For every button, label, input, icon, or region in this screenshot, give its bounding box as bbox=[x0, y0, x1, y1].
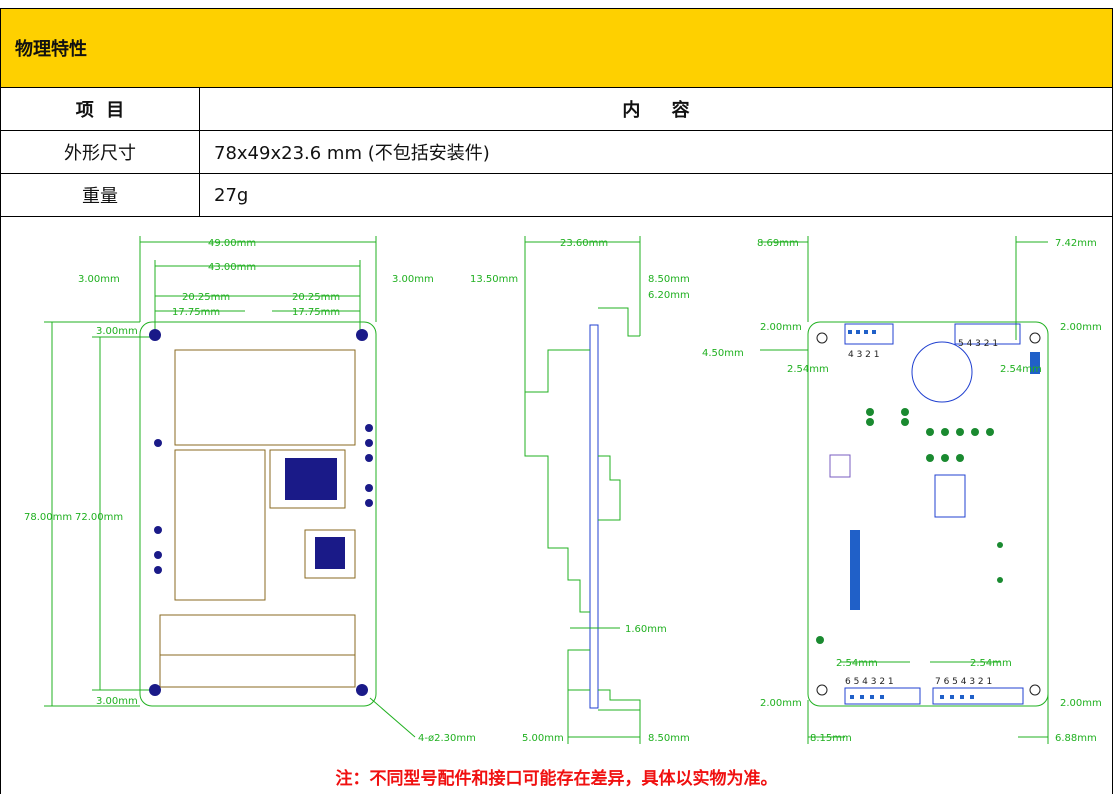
dim-label: 17.75mm bbox=[172, 307, 220, 318]
pin-numbers: 6 5 4 3 2 1 bbox=[845, 677, 894, 687]
dim-label: 43.00mm bbox=[208, 262, 256, 273]
dim-label: 23.60mm bbox=[560, 238, 608, 249]
dim-label: 8.50mm bbox=[648, 274, 690, 285]
dim-label: 3.00mm bbox=[392, 274, 434, 285]
dim-label: 8.50mm bbox=[648, 733, 690, 744]
dim-label: 8.69mm bbox=[757, 238, 799, 249]
dim-label: 6.20mm bbox=[648, 290, 690, 301]
dim-label: 20.25mm bbox=[182, 292, 230, 303]
dim-label: 2.00mm bbox=[760, 322, 802, 333]
dim-label: 6.88mm bbox=[1055, 733, 1097, 744]
dim-label: 5.00mm bbox=[522, 733, 564, 744]
dim-label: 2.00mm bbox=[760, 698, 802, 709]
hole-label: 4-ø2.30mm bbox=[418, 733, 476, 744]
dim-label: 4.50mm bbox=[702, 348, 744, 359]
dim-label: 8.15mm bbox=[810, 733, 852, 744]
dim-label: 3.00mm bbox=[96, 326, 138, 337]
dim-label: 3.00mm bbox=[96, 696, 138, 707]
dim-label: 2.00mm bbox=[1060, 698, 1102, 709]
dim-label: 2.54mm bbox=[836, 658, 878, 669]
dim-label: 20.25mm bbox=[292, 292, 340, 303]
dim-label: 2.54mm bbox=[787, 364, 829, 375]
dim-label: 78.00mm bbox=[24, 512, 72, 523]
dim-label: 7.42mm bbox=[1055, 238, 1097, 249]
dim-label: 1.60mm bbox=[625, 624, 667, 635]
disclaimer-note: 注：不同型号配件和接口可能存在差异，具体以实物为准。 bbox=[0, 764, 1113, 789]
dim-label: 2.54mm bbox=[1000, 364, 1042, 375]
dim-label: 2.00mm bbox=[1060, 322, 1102, 333]
dim-label: 2.54mm bbox=[970, 658, 1012, 669]
pin-numbers: 4 3 2 1 bbox=[848, 350, 880, 360]
dim-label: 17.75mm bbox=[292, 307, 340, 318]
dim-label: 3.00mm bbox=[78, 274, 120, 285]
pin-numbers: 5 4 3 2 1 bbox=[958, 339, 998, 349]
dim-label: 72.00mm bbox=[75, 512, 123, 523]
pin-numbers: 7 6 5 4 3 2 1 bbox=[935, 677, 992, 687]
dim-label: 13.50mm bbox=[470, 274, 518, 285]
dim-label: 49.00mm bbox=[208, 238, 256, 249]
